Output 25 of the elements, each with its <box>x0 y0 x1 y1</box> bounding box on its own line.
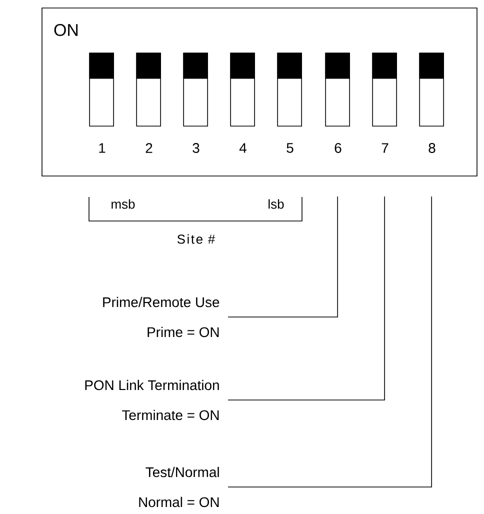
leader-line <box>228 196 338 318</box>
switch-drawing <box>136 52 161 126</box>
switch-drawing <box>277 52 302 126</box>
setting-label: Test/Normal Normal = ON <box>139 466 219 508</box>
switch-drawing <box>89 52 114 126</box>
switch-number: 7 <box>382 143 388 153</box>
bit-label: msb <box>112 199 135 209</box>
switch-drawing <box>372 52 397 126</box>
bit-label: lsb <box>268 199 284 209</box>
switch-number: 3 <box>192 143 200 153</box>
leader-line <box>228 196 432 488</box>
switch-number: 5 <box>286 143 294 153</box>
switch-drawing <box>325 52 350 126</box>
switch-number: 4 <box>239 143 246 153</box>
switch-number: 6 <box>334 143 342 153</box>
group-label: Site # <box>177 234 216 244</box>
switch-drawing <box>230 52 255 126</box>
switch-number: 8 <box>428 143 436 153</box>
switch-drawing <box>183 52 208 126</box>
switch-number: 2 <box>146 143 152 153</box>
switch-number: 1 <box>99 143 106 153</box>
setting-label: Prime/Remote Use Prime = ON <box>103 296 220 338</box>
setting-label: PON Link Termination Terminate = ON <box>85 380 219 420</box>
switch-drawing <box>419 52 444 126</box>
leader-line <box>228 196 385 400</box>
